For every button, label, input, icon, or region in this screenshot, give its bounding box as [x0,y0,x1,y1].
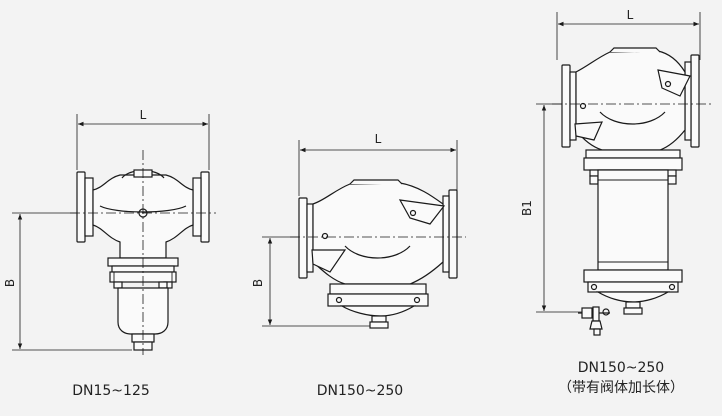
height-dimension-label: B [251,279,265,287]
caption-figure-2: DN150~250 [317,383,403,399]
height-dimension-label: B1 [520,200,534,216]
valve-figure-3: L B1 [520,8,712,336]
height-dimension-label: B [3,279,17,287]
width-dimension-label: L [375,132,382,146]
caption-figure-1: DN15~125 [72,383,150,399]
caption-figure-3-note: （带有阀体加长体） [558,380,684,396]
width-dimension-label: L [140,108,147,122]
width-dimension-label: L [627,8,634,22]
caption-figure-3: DN150~250 [578,360,664,376]
valve-figure-1: L B [3,108,216,355]
valve-figure-2: L B [251,132,466,329]
